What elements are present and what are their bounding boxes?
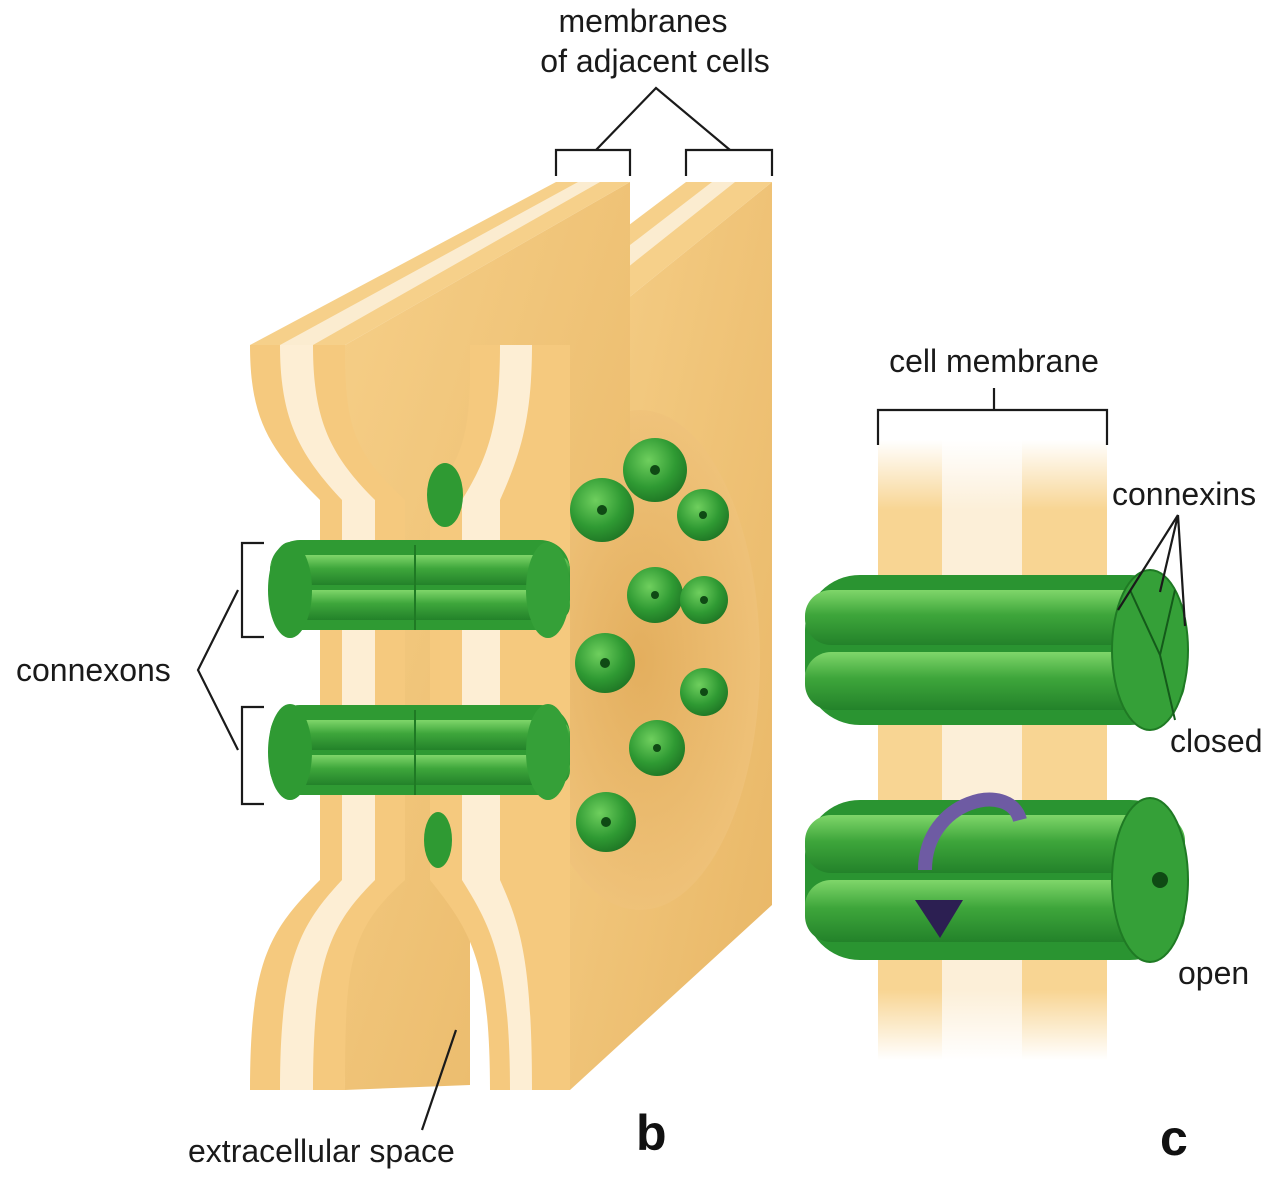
connexon-face — [677, 489, 729, 541]
connexon-bracket-bottom — [242, 707, 264, 804]
connexins-label: connexins — [1112, 476, 1256, 512]
membrane-strip-right — [1022, 440, 1107, 1060]
connexons-leader — [198, 590, 238, 750]
membrane-right-bracket — [686, 150, 772, 176]
connexon-closed — [805, 570, 1188, 730]
cell-membrane-label: cell membrane — [889, 343, 1099, 379]
connexon-2 — [268, 704, 570, 800]
connexon-face — [680, 576, 728, 624]
membrane-strip-left — [878, 440, 942, 1060]
open-label: open — [1178, 955, 1249, 991]
panel-c-label: c — [1160, 1110, 1188, 1166]
membranes-leader — [596, 88, 730, 150]
membranes-label-line2: of adjacent cells — [540, 43, 769, 79]
connexon-face — [576, 792, 636, 852]
membrane-left-bracket — [556, 150, 630, 176]
connexon-face — [623, 438, 687, 502]
connexons-label: connexons — [16, 652, 171, 688]
membranes-label-group: membranes of adjacent cells — [540, 3, 772, 176]
connexon-back-bottom — [424, 812, 452, 868]
cell-membrane-label-group: cell membrane — [878, 343, 1107, 445]
connexon-open — [805, 798, 1188, 962]
closed-label: closed — [1170, 723, 1263, 759]
connexon-face — [627, 567, 683, 623]
connexon-1 — [268, 540, 570, 638]
connexon-face — [680, 668, 728, 716]
connexon-bracket-top — [242, 543, 264, 637]
extracellular-space-label: extracellular space — [188, 1133, 455, 1169]
connexons-label-group: connexons — [16, 543, 264, 804]
connexon-face — [629, 720, 685, 776]
membrane-strip-middle — [942, 440, 1022, 1060]
panel-b-label: b — [636, 1105, 667, 1161]
panel-b-membranes — [250, 182, 772, 1090]
connexon-face — [570, 478, 634, 542]
cell-membrane-bracket — [878, 388, 1107, 445]
panel-c-membrane — [870, 440, 1115, 1060]
connexon-face — [575, 633, 635, 693]
connexon-back-top — [427, 463, 463, 527]
membranes-label-line1: membranes — [559, 3, 728, 39]
